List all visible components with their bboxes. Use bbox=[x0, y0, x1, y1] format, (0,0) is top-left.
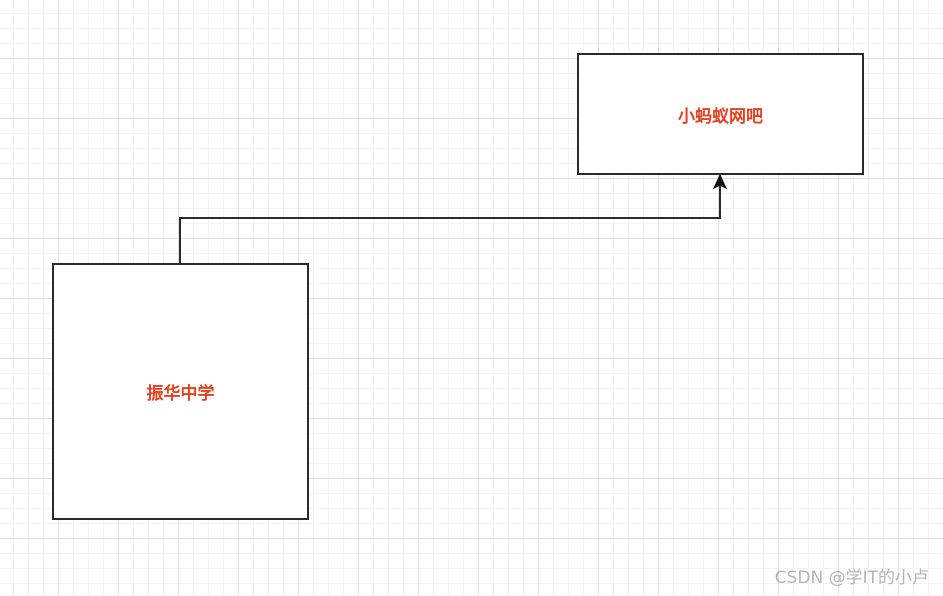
node-zhenhua-school[interactable]: 振华中学 bbox=[52, 263, 309, 520]
node-label: 振华中学 bbox=[146, 384, 215, 404]
arrowhead bbox=[712, 173, 728, 190]
connector-line bbox=[179, 184, 721, 263]
node-label: 小蚂蚁网吧 bbox=[678, 106, 763, 127]
node-xiaomayi-internet-cafe[interactable]: 小蚂蚁网吧 bbox=[577, 53, 864, 175]
watermark-text: CSDN @学IT的小卢 bbox=[774, 568, 929, 588]
